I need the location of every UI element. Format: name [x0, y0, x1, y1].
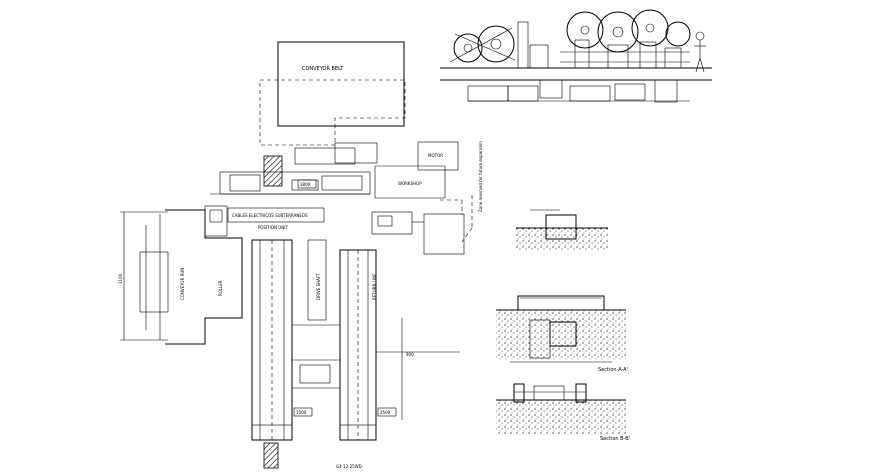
motor-label: MOTOR [428, 153, 443, 158]
motor-box [417, 141, 459, 171]
conveyor-block [277, 41, 405, 127]
drawing-code: G4-12-25WD [336, 464, 362, 469]
column-hatch-top [263, 155, 283, 187]
dim-tag-4: 900 [406, 352, 414, 357]
section-b-title: Section B-B' [600, 436, 630, 442]
section-b-detail: Section B-B' [496, 383, 630, 442]
machine-elevation [440, 9, 712, 103]
main-label-2: POSITION UNIT [258, 225, 288, 230]
workshop-label: WORKSHOP [398, 181, 422, 186]
top-box-label: CONVEYOR BELT [302, 66, 344, 72]
foundation-detail [516, 209, 608, 250]
section-a-title: Section A-A' [598, 367, 628, 373]
main-plan: CONVEYOR BELT MOTOR WORKSHOP CABLES ELEC… [118, 41, 483, 469]
column-hatch-bottom [263, 442, 279, 469]
dim-tag-2: 1500 [296, 410, 307, 415]
vert-label-mid: DRIVE SHAFT [316, 273, 321, 300]
vert-label-left: CONVEYOR RUN [180, 268, 185, 300]
dim-tag-3: 2500 [380, 410, 391, 415]
vert-label-right: RETURN LINE [372, 273, 377, 300]
dim-left: 1100 [118, 273, 123, 284]
vert-label-left2: ROLLER [218, 280, 223, 296]
dim-tag-1: 2800 [300, 182, 311, 187]
main-label-1: CABLES ELECTRICOS SUBTERRANEOS [232, 213, 308, 218]
side-note: Zone reserved for future expansion [478, 141, 483, 212]
section-a-detail: Section A-A' [496, 295, 628, 373]
